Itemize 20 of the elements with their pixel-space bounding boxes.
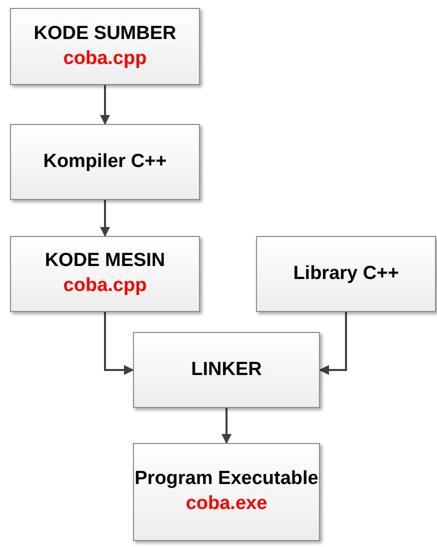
arrow [319, 312, 347, 375]
arrow [100, 85, 110, 125]
process-box [133, 332, 320, 408]
arrow [100, 200, 110, 237]
box-title: Library C++ [293, 262, 399, 286]
box-title: Program Executable [134, 467, 318, 492]
process-box [10, 124, 200, 200]
process-box [10, 8, 200, 85]
process-box [256, 236, 436, 312]
file-name: coba.cpp [63, 46, 147, 70]
arrow [104, 312, 134, 375]
box-title: Kompiler C++ [43, 150, 167, 174]
box-title: LINKER [191, 358, 262, 382]
file-name: coba.cpp [63, 274, 147, 298]
process-box [10, 236, 200, 312]
box-title: KODE SUMBER [34, 22, 176, 46]
process-box [133, 443, 320, 541]
box-title: KODE MESIN [44, 249, 166, 274]
arrow [222, 408, 232, 444]
file-name: coba.exe [186, 492, 268, 516]
